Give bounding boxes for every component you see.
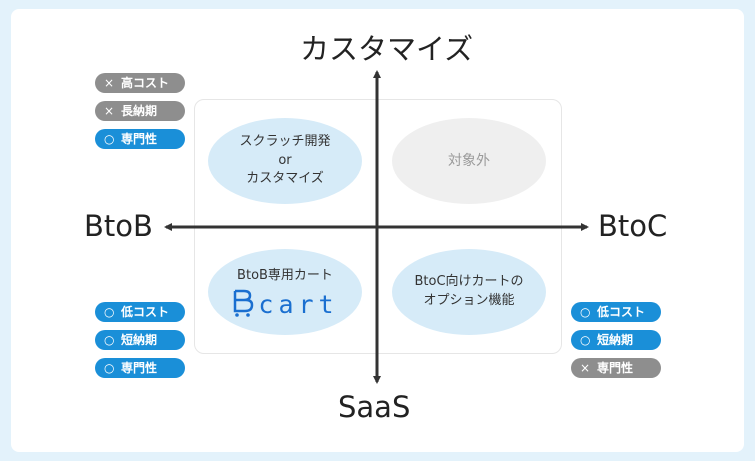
axis-label-bottom: SaaS <box>338 390 411 424</box>
bcart-logo: cart <box>231 289 338 317</box>
bcart-logo-text: cart <box>258 290 339 320</box>
tag-label: 低コスト <box>597 305 646 319</box>
tag-label: 高コスト <box>121 76 170 90</box>
tag-label: 専門性 <box>121 361 158 375</box>
quadrant-text-line2: or <box>278 152 292 168</box>
tag-low-cost: ○ 低コスト <box>95 302 185 322</box>
axis-label-top: カスタマイズ <box>300 32 474 66</box>
axis-label-right: BtoC <box>598 209 668 243</box>
tag-label: 長納期 <box>121 104 158 118</box>
quadrant-btoc-option: BtoC向けカートの オプション機能 <box>392 249 546 335</box>
quadrant-text-line3: カスタマイズ <box>246 171 324 187</box>
tag-label: 低コスト <box>121 305 170 319</box>
axis-label-left: BtoB <box>84 209 153 243</box>
tag-short-delivery: ○ 短納期 <box>95 330 185 350</box>
quadrant-scratch-customize: スクラッチ開発 or カスタマイズ <box>208 118 362 204</box>
tag-high-cost: × 高コスト <box>95 73 185 93</box>
circle-icon: ○ <box>580 333 591 347</box>
bcart-logo-b-icon <box>234 290 254 318</box>
tag-expertise: ○ 専門性 <box>95 358 185 378</box>
circle-icon: ○ <box>104 333 115 347</box>
quadrant-label: 対象外 <box>448 152 490 169</box>
tag-label: 短納期 <box>597 333 634 347</box>
circle-icon: ○ <box>580 305 591 319</box>
quadrant-label: BtoB専用カート <box>237 267 333 283</box>
cross-icon: × <box>580 361 591 375</box>
cross-icon: × <box>104 76 115 90</box>
circle-icon: ○ <box>104 132 115 146</box>
quadrant-text-line1: BtoC向けカートの <box>414 274 524 290</box>
quadrant-text-line1: スクラッチ開発 <box>239 133 331 149</box>
quadrant-out-of-scope: 対象外 <box>392 118 546 204</box>
tag-expertise: ○ 専門性 <box>95 129 185 149</box>
tag-short-delivery: ○ 短納期 <box>571 330 661 350</box>
tag-low-cost: ○ 低コスト <box>571 302 661 322</box>
cross-icon: × <box>104 104 115 118</box>
tag-label: 短納期 <box>121 333 158 347</box>
tag-long-delivery: × 長納期 <box>95 101 185 121</box>
tag-label: 専門性 <box>121 132 158 146</box>
tag-expertise: × 専門性 <box>571 358 661 378</box>
quadrant-btob-cart: BtoB専用カート cart <box>208 249 362 335</box>
circle-icon: ○ <box>104 305 115 319</box>
tag-label: 専門性 <box>597 361 634 375</box>
circle-icon: ○ <box>104 361 115 375</box>
quadrant-text-line2: オプション機能 <box>423 293 515 308</box>
